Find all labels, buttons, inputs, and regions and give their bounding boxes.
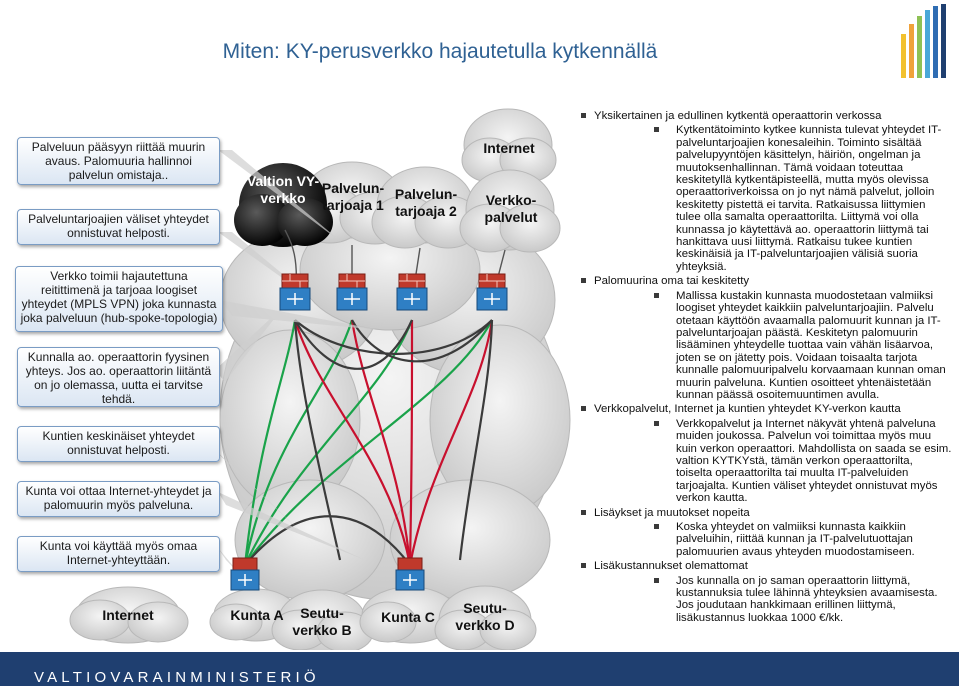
cloud-valtion-vy-verkko bbox=[234, 163, 333, 247]
firewall-device-1 bbox=[279, 273, 311, 311]
cloud-seutuverkko-d bbox=[434, 585, 537, 650]
footer-bar bbox=[0, 652, 959, 686]
firewall-device-2 bbox=[336, 273, 368, 311]
bullet-item: Lisäkustannukset olemattomat bbox=[578, 560, 952, 572]
sub-bullet-text: Verkkopalvelut ja Internet näkyvät yhten… bbox=[676, 417, 952, 505]
label-kunta-a: Kunta A bbox=[230, 607, 284, 623]
sub-bullet-item: Jos kunnalla on jo saman operaattorin li… bbox=[578, 575, 952, 625]
sub-bullet-text: Jos kunnalla on jo saman operaattorin li… bbox=[676, 574, 938, 624]
cloud-kunta-c bbox=[359, 586, 459, 644]
label-palveluntarjoaja-1: Palvelun-tarjoaja 1 bbox=[321, 180, 385, 213]
label-seutuverkko-d: Seutu-verkko D bbox=[455, 600, 515, 633]
label-kunta-c: Kunta C bbox=[381, 609, 435, 625]
callout-oma-internet: Kunta voi käyttää myös omaa Internet-yht… bbox=[17, 536, 220, 572]
sub-bullet-text: Mallissa kustakin kunnasta muodostetaan … bbox=[676, 289, 946, 401]
label-internet-bottom: Internet bbox=[102, 607, 154, 623]
sub-bullet-item: Koska yhteydet on valmiiksi kunnasta kai… bbox=[578, 521, 952, 558]
label-verkkopalvelut: Verkko-palvelut bbox=[484, 192, 538, 225]
cloud-seutuverkko-b bbox=[271, 589, 374, 650]
slide-title: Miten: KY-perusverkko hajautetulla kytke… bbox=[222, 40, 658, 63]
callout-hajautettu-reititin: Verkko toimii hajautettuna reitittimenä … bbox=[15, 266, 223, 332]
sub-bullet-item: Mallissa kustakin kunnasta muodostetaan … bbox=[578, 290, 952, 402]
ministry-logo-icon bbox=[901, 4, 946, 78]
cloud-verkkopalvelut bbox=[459, 169, 561, 253]
label-valtion-vy-verkko: Valtion VY-verkko bbox=[246, 173, 320, 206]
label-internet-top: Internet bbox=[483, 140, 535, 156]
sub-bullet-item: Verkkopalvelut ja Internet näkyvät yhten… bbox=[578, 418, 952, 505]
callout-palomuuri: Palveluun pääsyyn riittää muurin avaus. … bbox=[17, 137, 220, 185]
sub-bullet-text: Koska yhteydet on valmiiksi kunnasta kai… bbox=[676, 521, 915, 558]
firewall-device-4 bbox=[476, 273, 508, 311]
callout-kuntien-yhteydet: Kuntien keskinäiset yhteydet onnistuvat … bbox=[17, 426, 220, 462]
sub-bullet-item: Kytkentätoiminto kytkee kunnista tulevat… bbox=[578, 124, 952, 273]
links-dark bbox=[244, 319, 494, 566]
footer-ministry-name: VALTIOVARAINMINISTERIÖ bbox=[34, 669, 320, 686]
bullet-item: Verkkopalvelut, Internet ja kuntien yhte… bbox=[578, 403, 952, 415]
bullet-item: Yksikertainen ja edullinen kytkentä oper… bbox=[578, 110, 952, 122]
network-diagram bbox=[69, 108, 571, 650]
callout-palveluntarjoajat: Palveluntarjoajien väliset yhteydet onni… bbox=[17, 209, 220, 245]
label-palveluntarjoaja-2: Palvelun-tarjoaja 2 bbox=[394, 186, 458, 219]
cloud-internet-bottom bbox=[69, 586, 189, 644]
label-seutuverkko-b: Seutu-verkko B bbox=[292, 605, 352, 638]
bullet-list: Yksikertainen ja edullinen kytkentä oper… bbox=[578, 110, 952, 626]
callout-pointers bbox=[193, 150, 380, 580]
firewall-device-kunta-c bbox=[395, 557, 425, 591]
firewall-device-3 bbox=[396, 273, 428, 311]
bullet-item: Palomuurina oma tai keskitetty bbox=[578, 275, 952, 287]
cloud-palveluntarjoaja-2 bbox=[371, 166, 482, 249]
callout-internet-palveluna: Kunta voi ottaa Internet-yhteydet ja pal… bbox=[17, 481, 220, 517]
sub-bullet-text: Kytkentätoiminto kytkee kunnista tulevat… bbox=[676, 124, 942, 273]
firewall-device-kunta-a bbox=[230, 557, 260, 591]
bullet-item: Lisäykset ja muutokset nopeita bbox=[578, 507, 952, 519]
callout-fyysinen-yhteys: Kunnalla ao. operaattorin fyysinen yhtey… bbox=[17, 347, 220, 407]
